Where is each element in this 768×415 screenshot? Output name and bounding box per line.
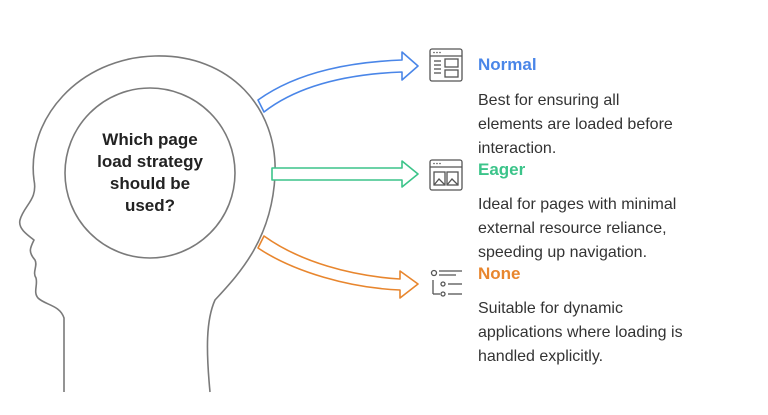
desc-line: Suitable for dynamic [478,300,623,317]
gallery-window-icon [429,159,463,191]
option-desc-none: Suitable for dynamic applications where … [478,297,758,369]
list-icon [430,269,462,297]
question-line: Which page [102,130,198,149]
thought-circle [64,87,236,259]
desc-line: speeding up navigation. [478,244,648,261]
option-desc-normal: Best for ensuring all elements are loade… [478,89,758,161]
desc-line: interaction. [478,140,557,157]
head-silhouette [18,55,276,393]
desc-line: handled explicitly. [478,348,604,365]
question-line: should be [109,174,191,193]
desc-line: Ideal for pages with minimal [478,196,677,213]
arrow-none [257,235,419,299]
arrow-normal [257,51,419,113]
desc-line: external resource reliance, [478,220,667,237]
desc-line: elements are loaded before [478,116,673,133]
option-title-eager: Eager [478,160,526,179]
question-text: Which page load strategy should be used? [80,129,220,217]
option-title-none: None [478,264,521,283]
option-desc-eager: Ideal for pages with minimal external re… [478,193,758,265]
arrow-eager [271,160,419,188]
question-line: load strategy [97,152,203,171]
layout-window-icon [429,48,463,82]
question-line: used? [124,196,176,215]
option-title-normal: Normal [478,55,537,74]
desc-line: applications where loading is [478,324,683,341]
desc-line: Best for ensuring all [478,92,620,109]
